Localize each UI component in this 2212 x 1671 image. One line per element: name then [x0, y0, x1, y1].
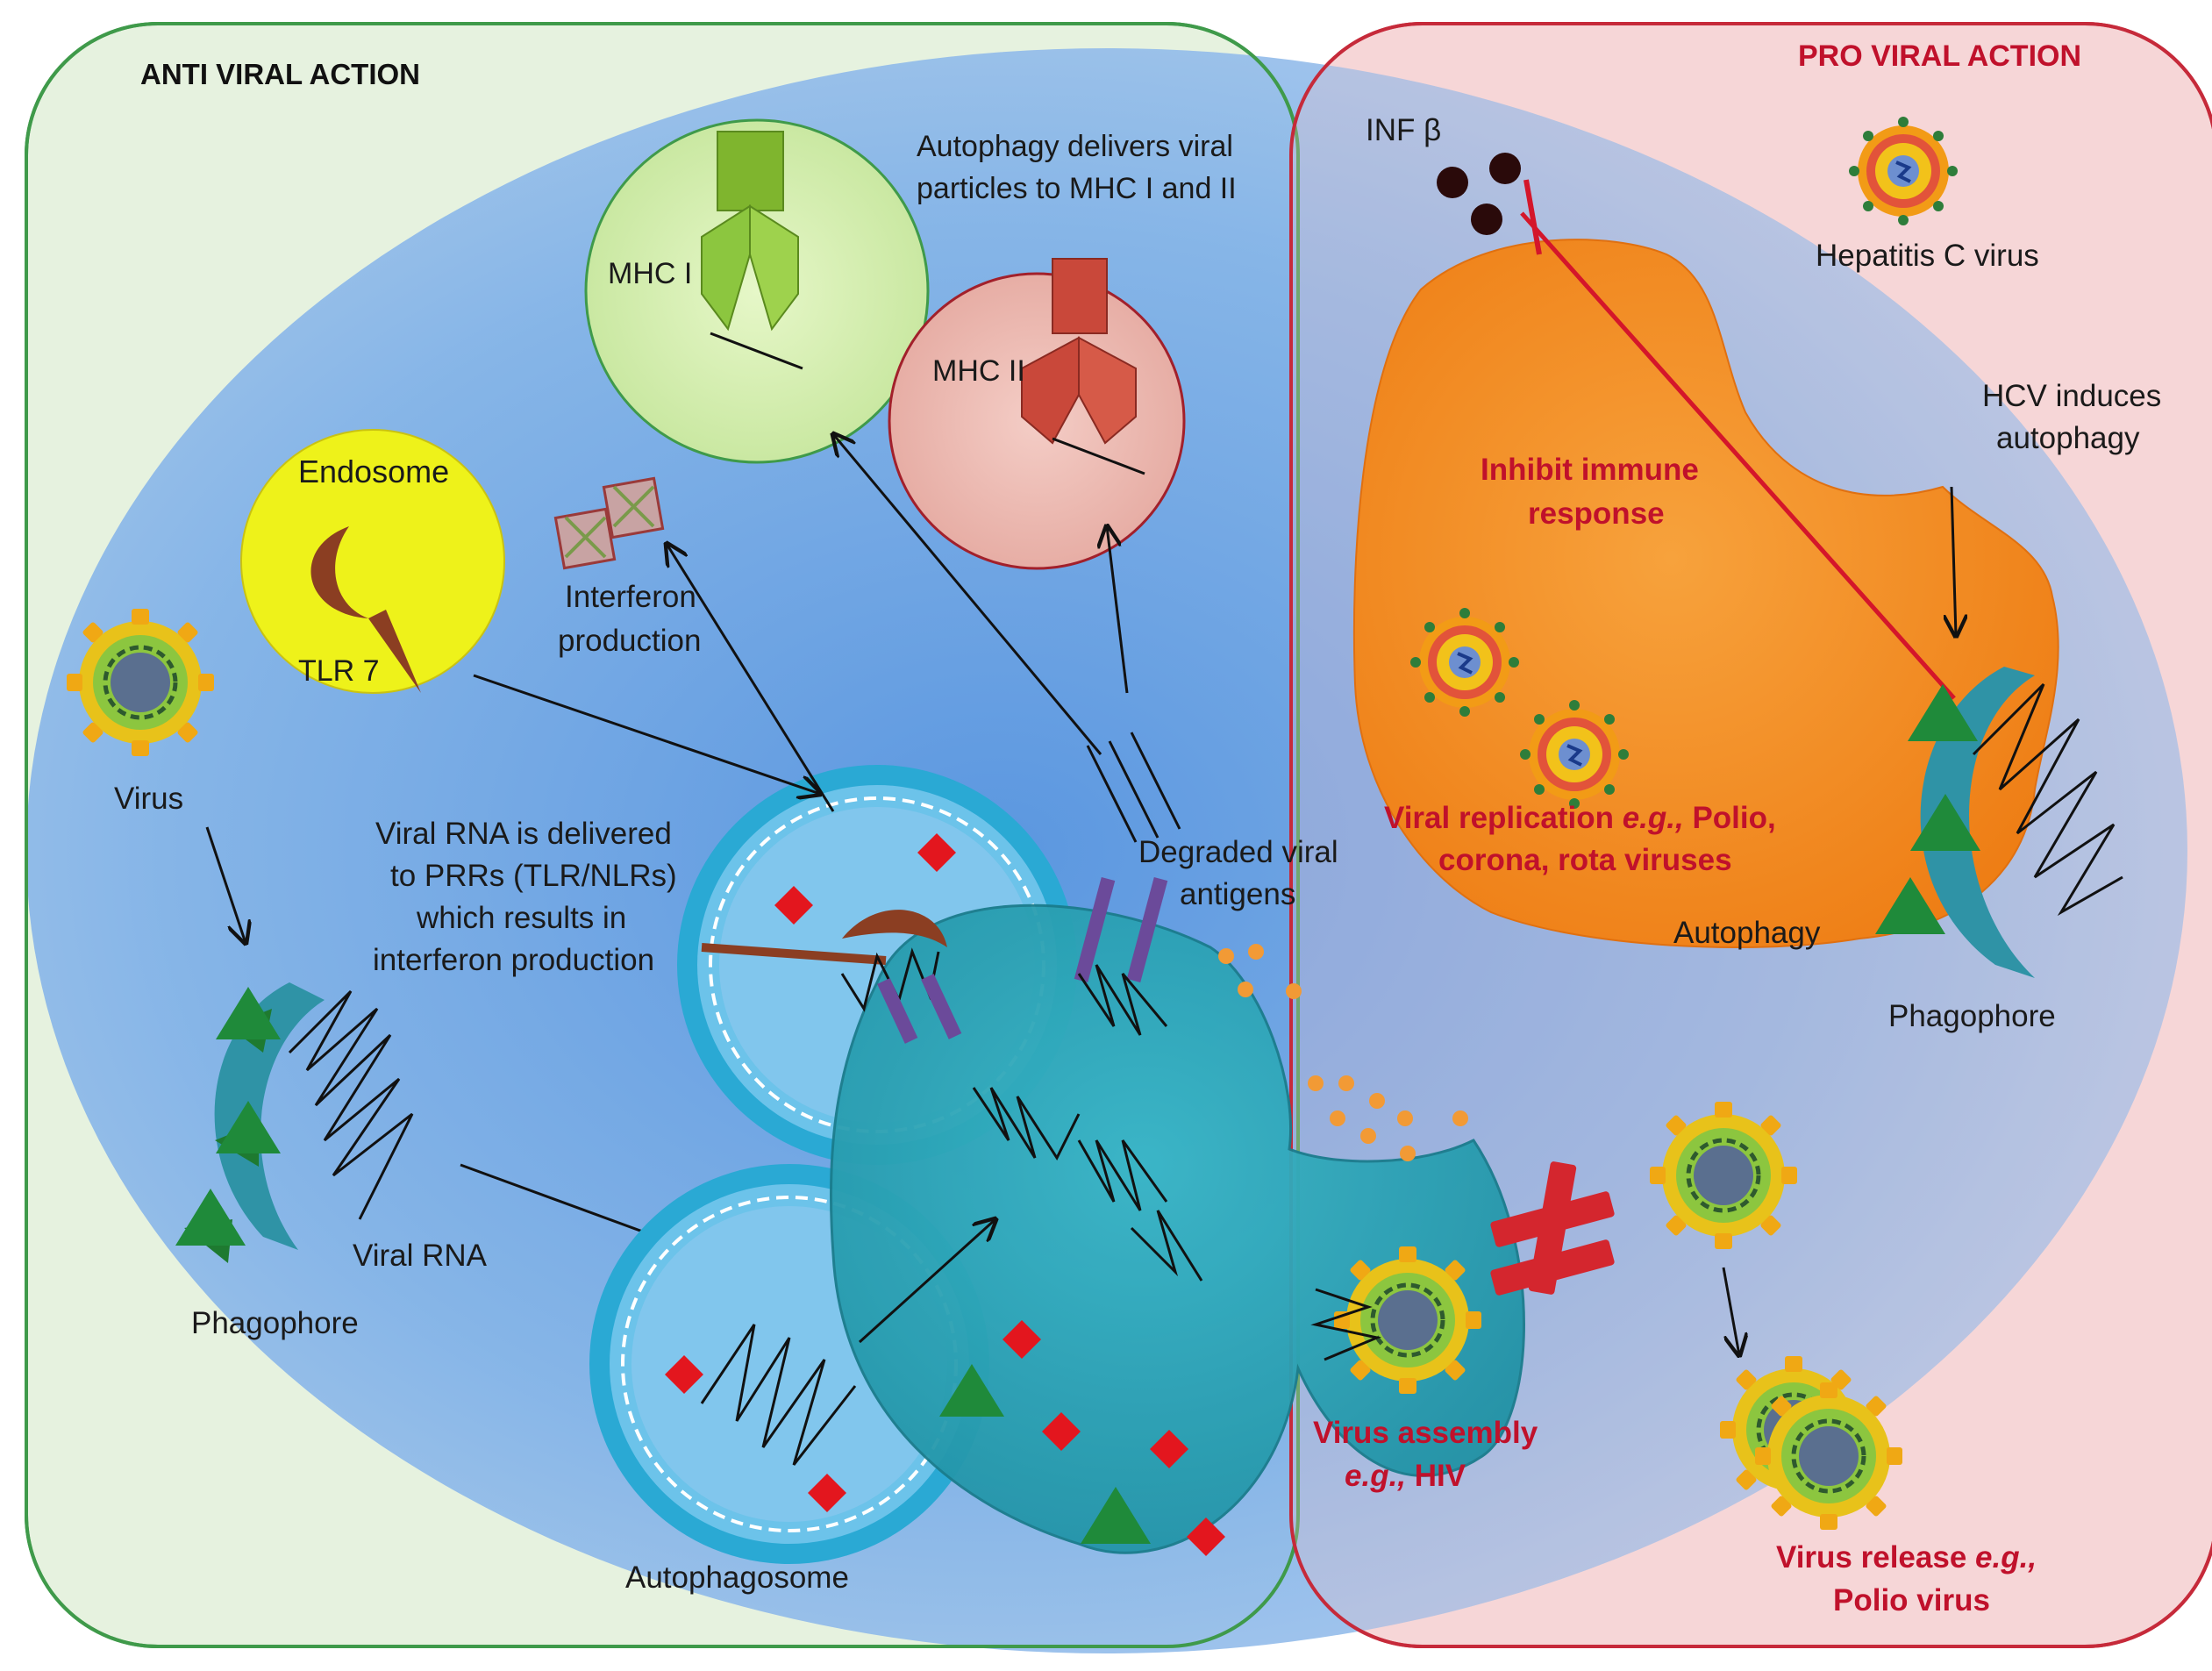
inhibit-label-1: Inhibit immune	[1481, 453, 1699, 487]
phagophore-right	[1875, 667, 2123, 978]
viral-rna-delivered-3: which results in	[416, 901, 626, 935]
interferon-label-2: production	[558, 624, 701, 658]
autophagy-delivers-label-1: Autophagy delivers viral	[917, 130, 1233, 163]
endosome: Endosome TLR 7	[240, 429, 505, 694]
viral-rna-label: Viral RNA	[353, 1239, 488, 1273]
released-virus-icon-2	[1755, 1382, 1902, 1530]
inhibit-label-2: response	[1528, 496, 1665, 531]
antigen-dots	[1218, 944, 1468, 1161]
inf-beta-molecules	[1437, 153, 1521, 235]
virus-release-icon	[1650, 1102, 1797, 1249]
anti-viral-title: ANTI VIRAL ACTION	[140, 58, 420, 90]
replication-label-2: corona, rota viruses	[1438, 843, 1732, 877]
degraded-antigens-label-1: Degraded viral	[1138, 835, 1338, 869]
autolysosome	[829, 903, 1525, 1554]
inf-beta-label: INF β	[1366, 113, 1441, 147]
viral-rna-delivered-1: Viral RNA is delivered	[375, 817, 672, 851]
autophagosome-label: Autophagosome	[625, 1560, 849, 1595]
hcv-replicating-icon-2	[1518, 698, 1630, 811]
not-equal-block-icon	[1490, 1161, 1615, 1296]
autophagy-label: Autophagy	[1673, 916, 1821, 950]
release-label-1: Virus release e.g.,	[1776, 1540, 2037, 1575]
phagophore-left	[175, 982, 414, 1263]
mhc2-label: MHC II	[932, 354, 1025, 388]
phagophore-right-label: Phagophore	[1888, 999, 2056, 1033]
virus-assembly-icon	[1334, 1246, 1481, 1394]
viral-rna-delivered-4: interferon production	[373, 943, 654, 977]
pro-viral-title: PRO VIRAL ACTION	[1798, 39, 2081, 73]
interferon-icon	[553, 476, 665, 570]
phagophore-left-label: Phagophore	[191, 1306, 359, 1340]
tlr7-label: TLR 7	[298, 654, 380, 688]
endosome-label: Endosome	[298, 453, 449, 489]
mhc1-label: MHC I	[608, 257, 692, 290]
hcv-induces-label-2: autophagy	[1996, 421, 2140, 455]
virus-icon	[67, 609, 214, 756]
replication-label-1: Viral replication e.g., Polio,	[1384, 801, 1776, 835]
interferon-label-1: Interferon	[565, 580, 696, 614]
hcv-induces-label-1: HCV induces	[1982, 379, 2161, 413]
assembly-label-2: e.g., HIV	[1345, 1459, 1466, 1493]
viral-rna-delivered-2: to PRRs (TLR/NLRs)	[390, 859, 677, 893]
hcv-label: Hepatitis C virus	[1816, 239, 2039, 273]
degraded-antigens-label-2: antigens	[1180, 877, 1295, 911]
virus-label: Virus	[114, 782, 183, 816]
mhc2-compartment: MHC II	[888, 258, 1186, 570]
tlr7-receptor-icon	[310, 526, 368, 618]
orange-compartment	[1352, 239, 2059, 948]
autophagy-delivers-label-2: particles to MHC I and II	[917, 172, 1237, 205]
mhc1-compartment: MHC I	[584, 118, 930, 464]
hcv-replicating-icon-1	[1409, 606, 1521, 718]
assembly-label-1: Virus assembly	[1313, 1416, 1538, 1450]
hepatitis-c-virus-icon	[1847, 115, 1959, 227]
release-label-2: Polio virus	[1833, 1583, 1990, 1617]
